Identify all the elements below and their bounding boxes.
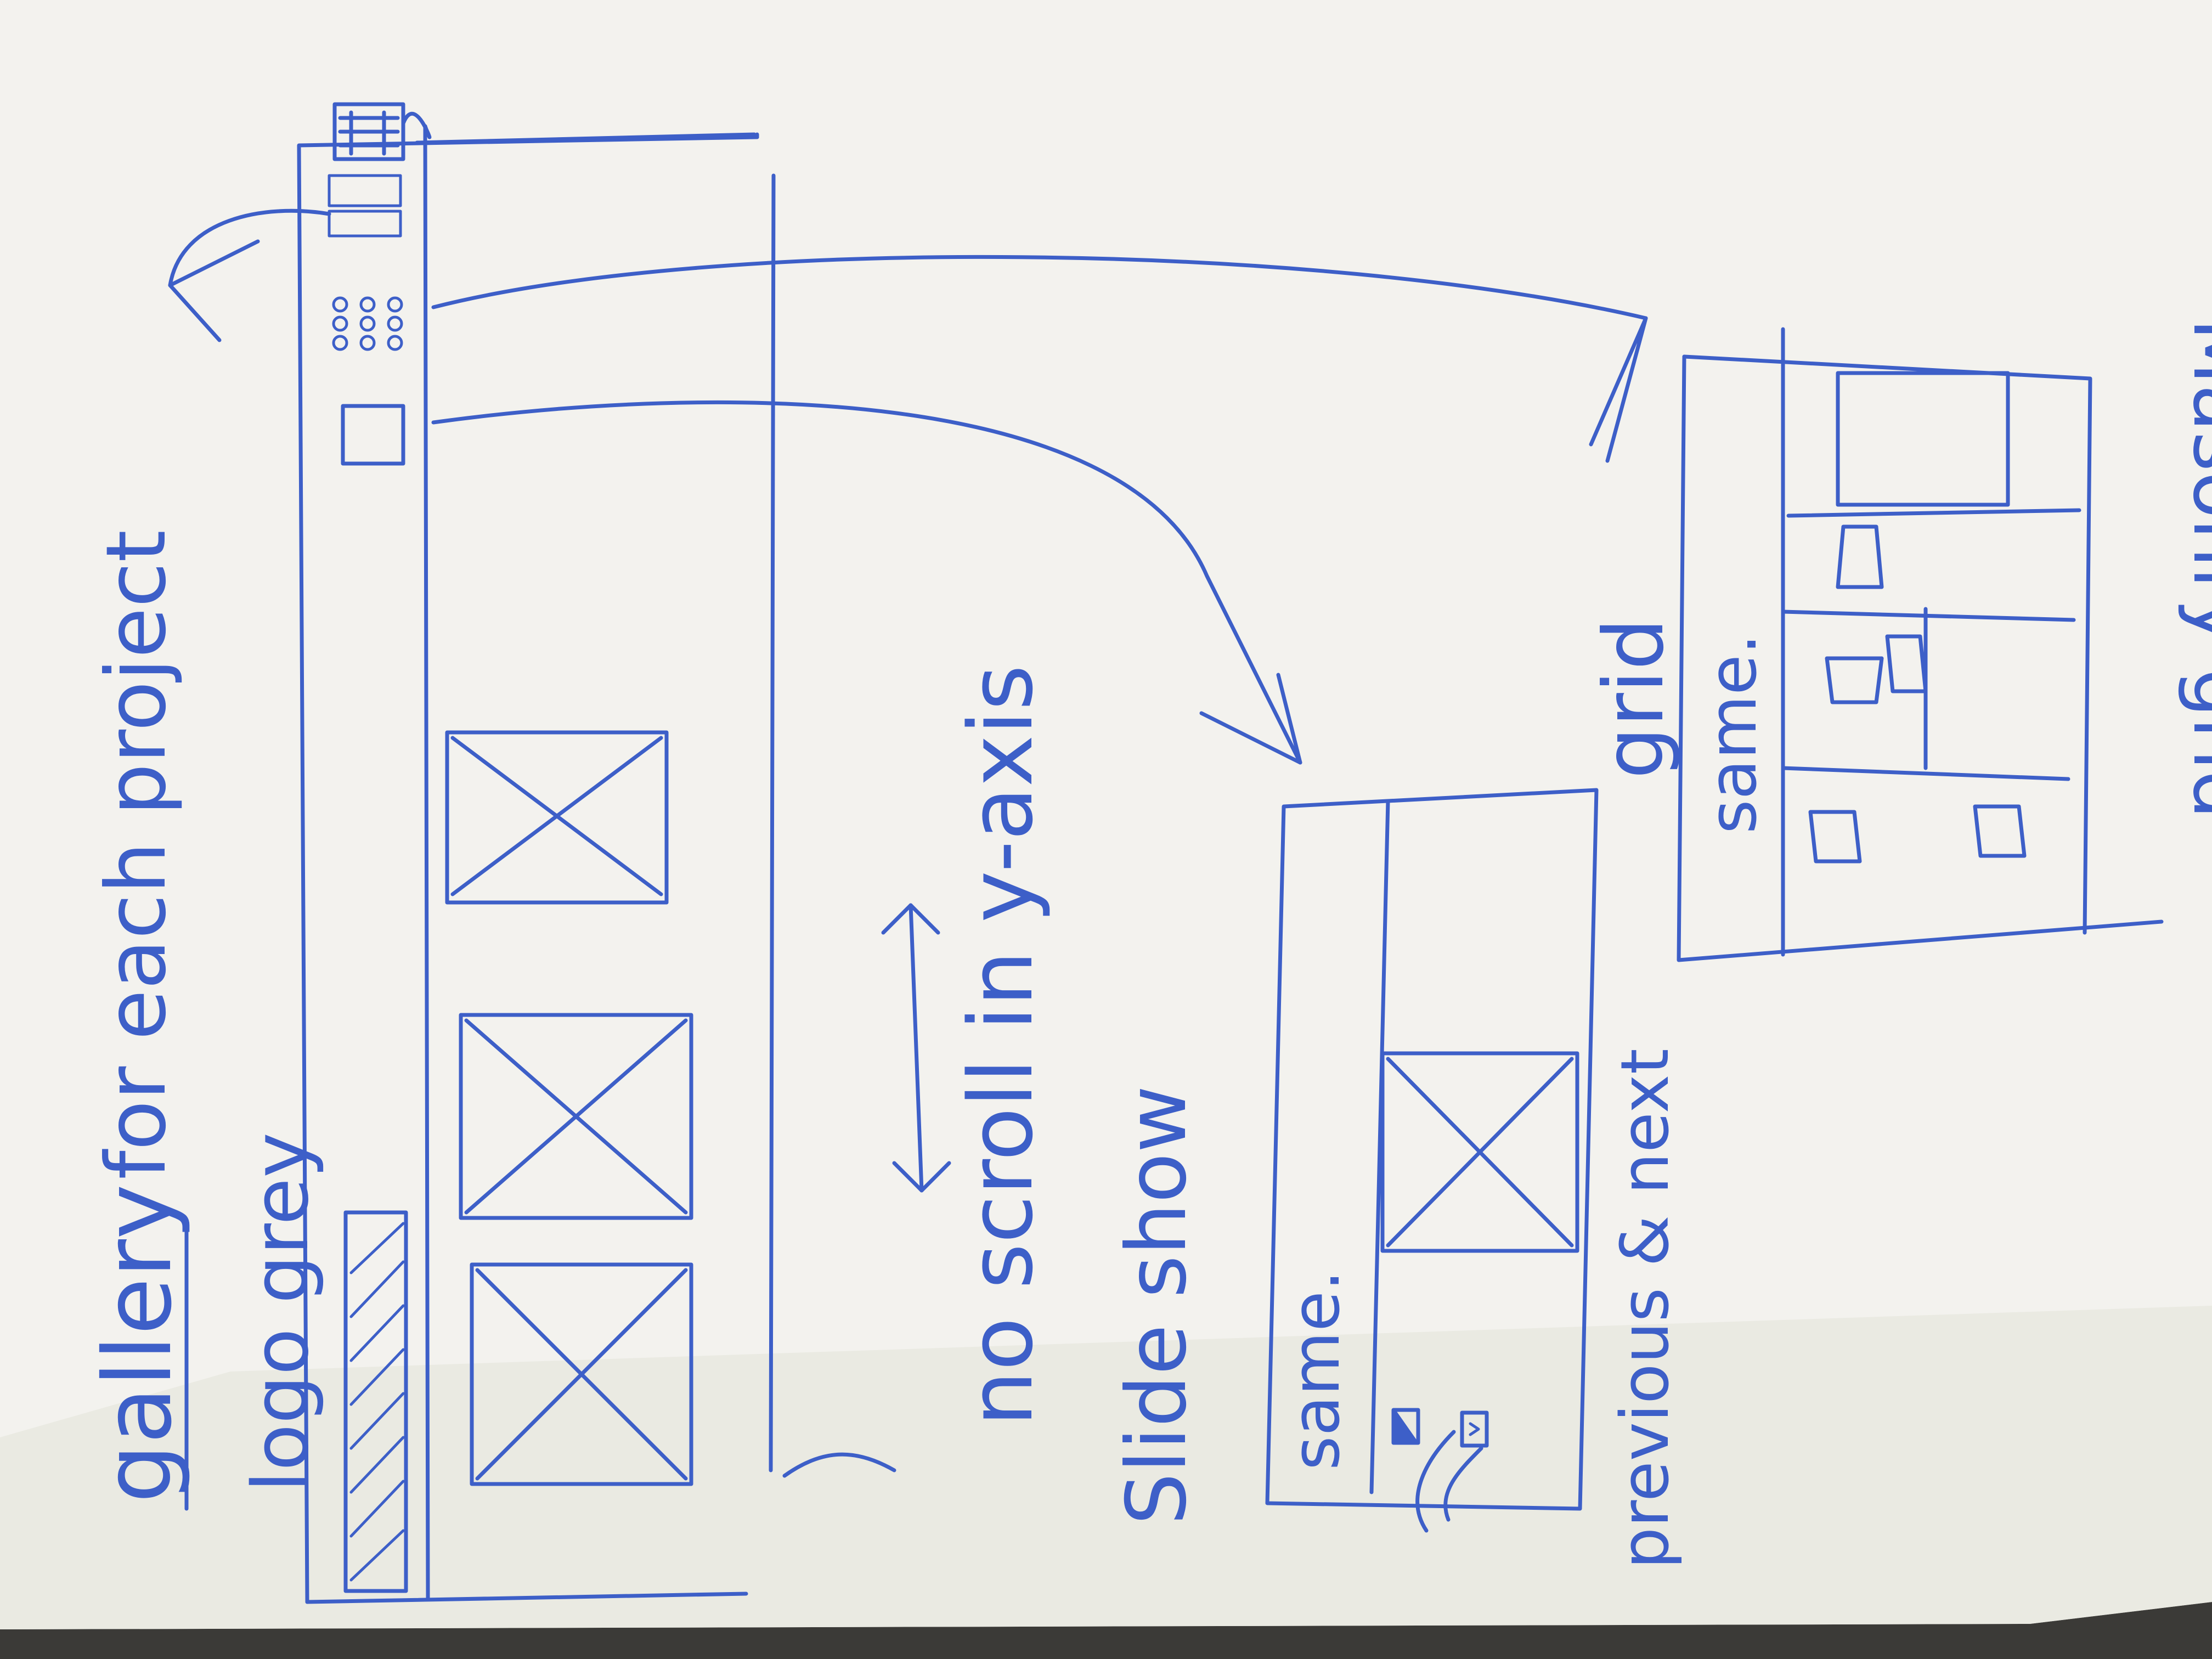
arrow-to-slideshow [431,400,1302,765]
grid-column-lines [1781,508,2081,781]
note-grid: grid [1587,618,1682,779]
slideshow-wireframe [1265,788,1599,1533]
note-grid-same: same. [1695,634,1771,834]
grid-tile-2 [1825,656,1884,704]
gallery-frame-top [415,132,757,145]
grid-frame [1677,354,2164,962]
masonry-icon[interactable] [328,174,402,238]
slideshow-header-divider [1369,799,1390,1494]
arrow-to-grid [431,255,1648,320]
note-for-each-project: for each project [89,530,184,1180]
masonry-return-arrow [168,208,331,287]
paper-shadow [0,1306,2212,1629]
slideshow-toggle-icon[interactable] [341,404,405,466]
horizontal-scroll-arrowheads [881,903,951,1193]
note-slideshow-same: same. [1278,1270,1355,1470]
note-logo-grey: logo grey [236,1132,326,1492]
arrow-to-grid-head [1589,316,1648,463]
scroll-bracket [782,1452,896,1478]
gallery-image-3 [470,1262,693,1486]
masonry-return-arrowhead [168,239,260,342]
note-gallery: gallery [84,1184,193,1503]
hamburger-menu-icon[interactable] [332,102,405,161]
grid-tile-1 [1836,524,1884,589]
note-slide-show: Slide show [1109,1086,1205,1525]
view-toggles [168,102,759,466]
gallery-frame-right [769,173,776,1472]
slideshow-image [1380,1051,1579,1253]
horizontal-scroll-arrow [909,903,924,1193]
grid-tile-5 [1973,804,2027,858]
logo-grey [343,1210,408,1593]
note-no-scroll: no scroll in y-axis [950,665,1052,1426]
gallery-frame-bottom [305,1592,748,1604]
nav-callout-2 [1443,1446,1483,1522]
grid-frame-right [1682,354,2092,935]
previous-button[interactable] [1391,1408,1420,1445]
arrow-to-slideshow-head [1199,673,1302,765]
nav-callout-1 [1415,1430,1456,1533]
next-button[interactable] [1460,1410,1489,1448]
logo-box [343,1210,408,1593]
gallery-header-divider [423,124,430,1601]
menu-hook [401,111,432,139]
grid-tile-3 [1885,634,1928,693]
grid-tile-4 [1808,810,1862,864]
grid-wireframe [1677,327,2164,962]
masonry-tile-large [1836,371,2010,507]
note-masonry-grid: Masonry grid [2176,318,2212,819]
gallery-image-1 [445,730,669,905]
gallery-image-2 [459,1013,693,1220]
dot-grid-icon[interactable] [332,296,403,351]
logo-hatch [349,1222,405,1582]
slideshow-frame [1265,788,1599,1511]
gallery-wireframe [168,102,776,1604]
note-previous-next: previous & next [1607,1048,1684,1569]
